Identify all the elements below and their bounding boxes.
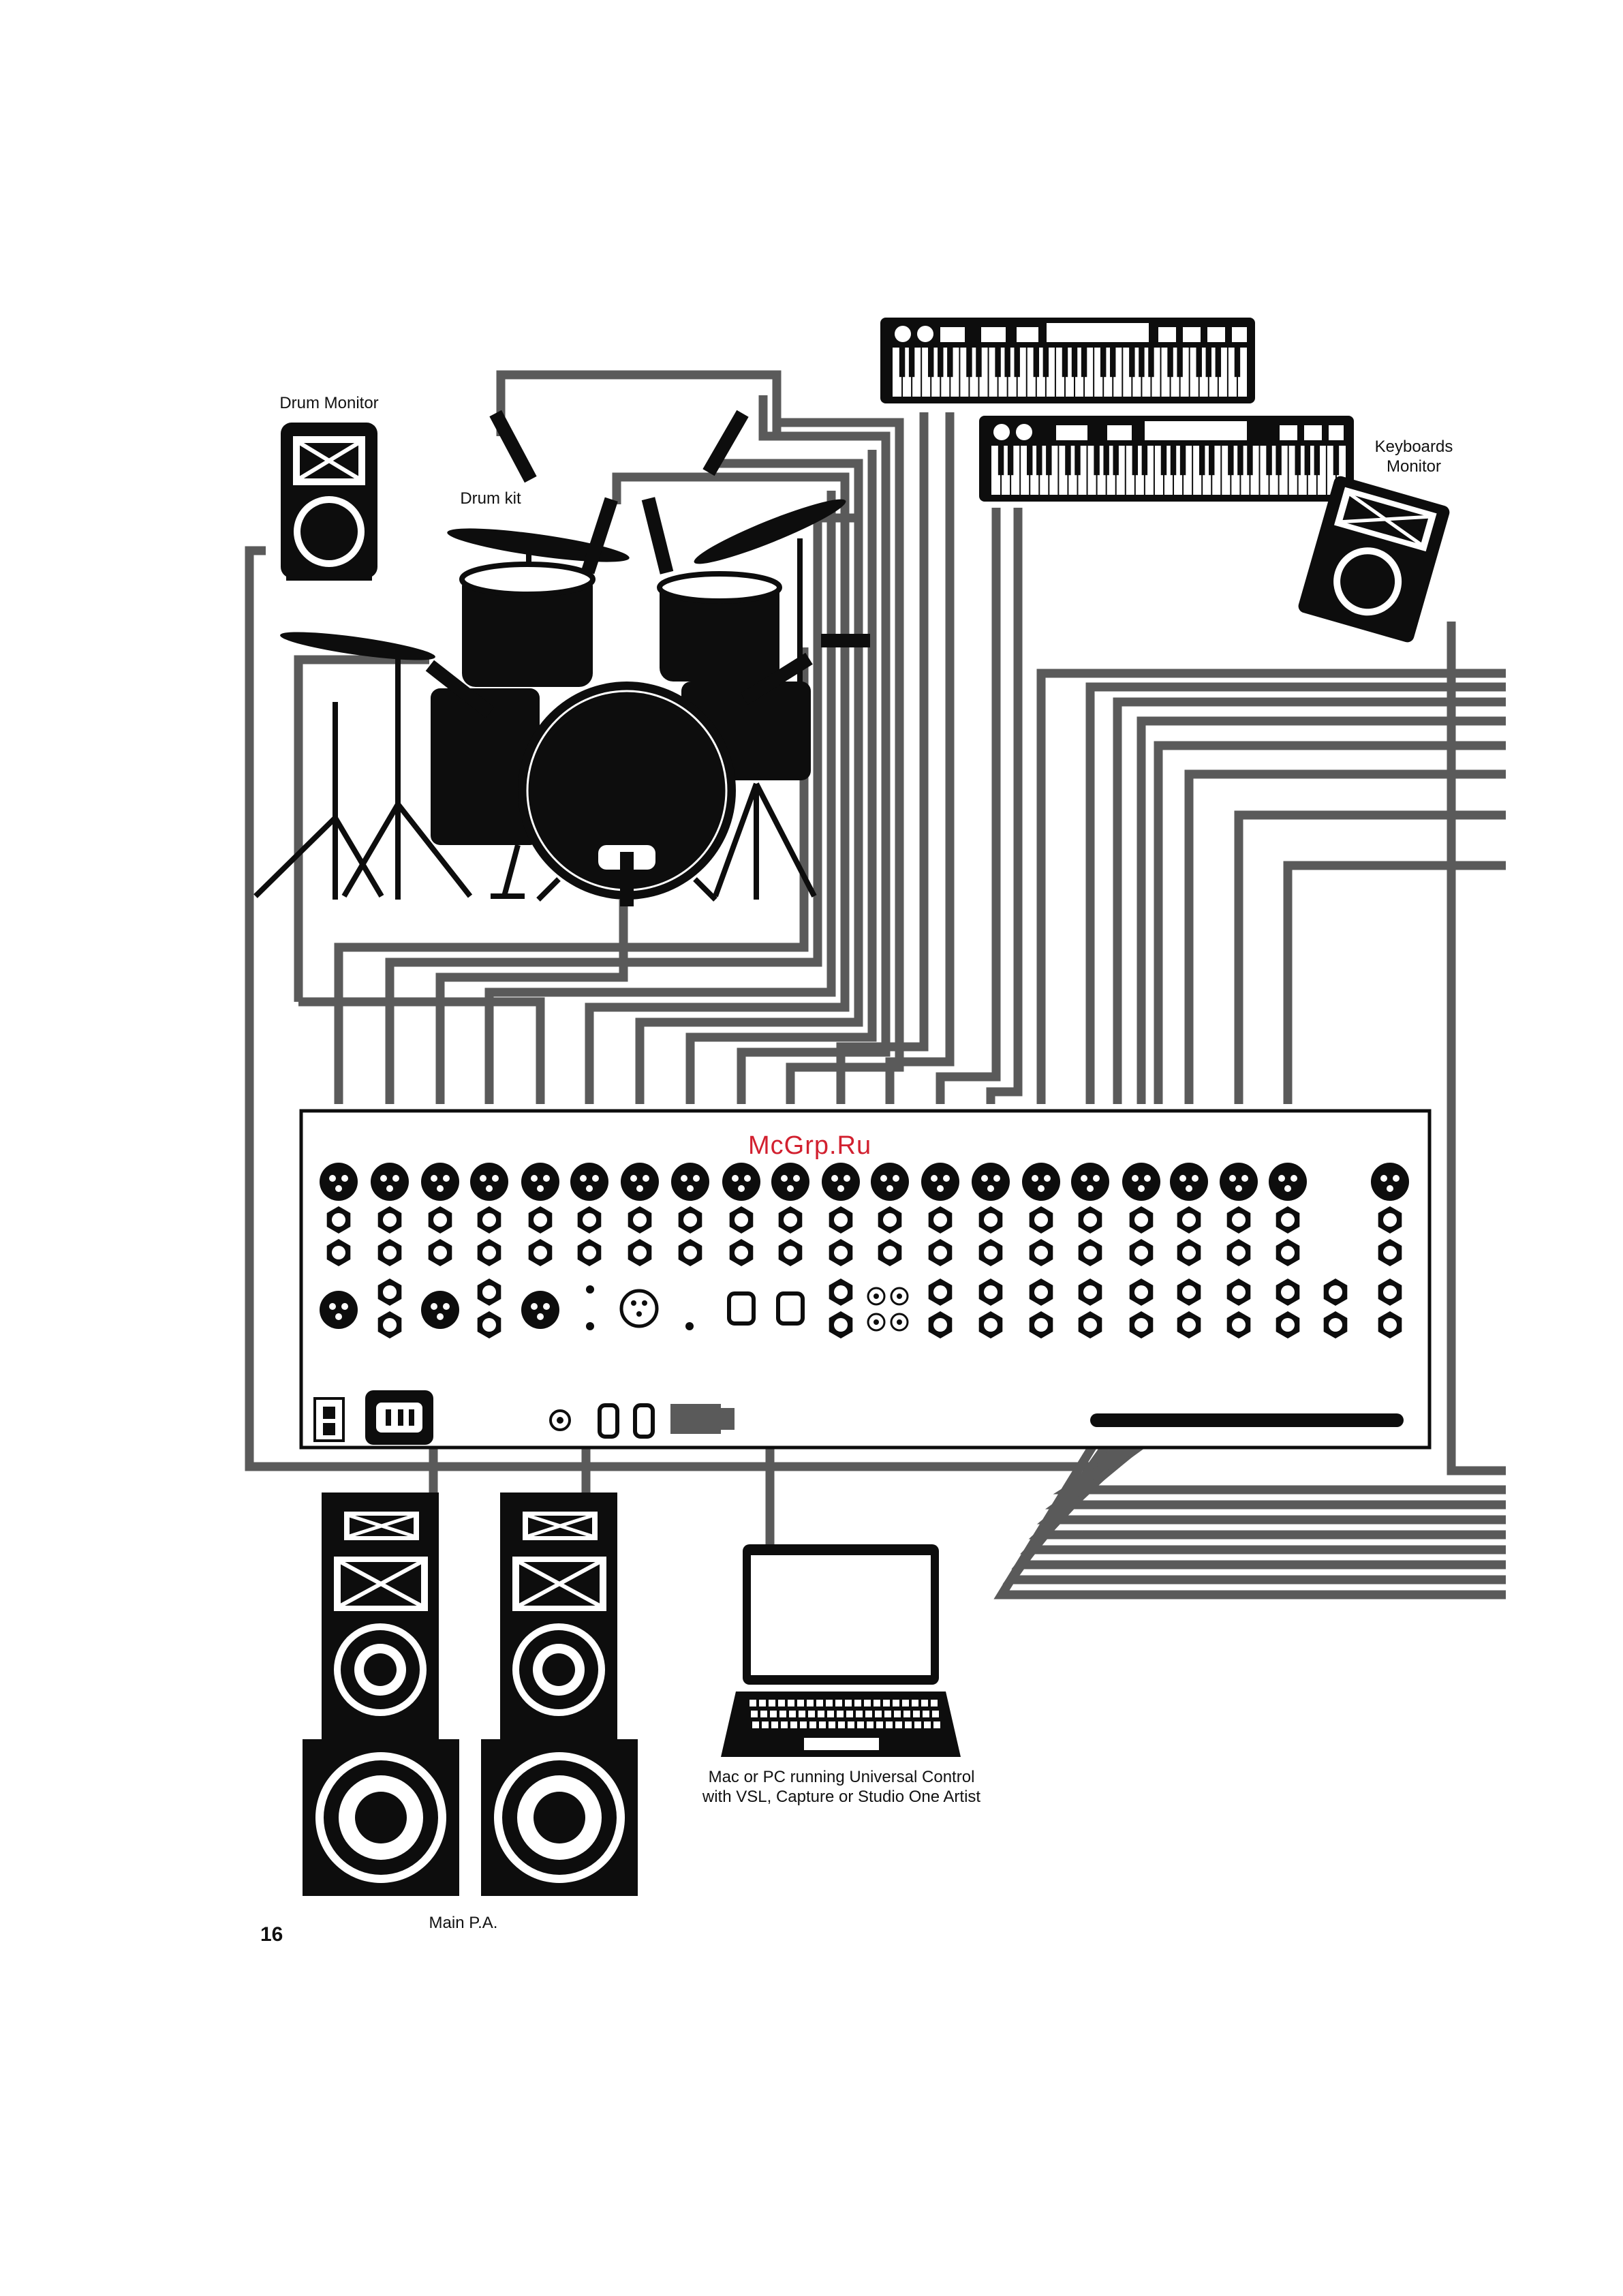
computer-label-line1: Mac or PC running Universal Control	[688, 1768, 995, 1788]
drum-kit-label: Drum kit	[450, 489, 531, 509]
keyboards-monitor-label: Keyboards Monitor	[1356, 438, 1472, 477]
main-pa-left-icon	[303, 1493, 459, 1896]
drum-monitor-icon	[281, 423, 377, 581]
keyboard-2-icon	[979, 416, 1354, 502]
main-pa-right-icon	[481, 1493, 638, 1896]
keyboards-monitor-label-line1: Keyboards	[1356, 438, 1472, 457]
keyboard-1-icon	[880, 318, 1255, 403]
laptop-icon	[721, 1544, 961, 1757]
computer-label-line2: with VSL, Capture or Studio One Artist	[688, 1788, 995, 1807]
watermark: McGrp.Ru	[748, 1131, 871, 1161]
page-number: 16	[260, 1923, 283, 1946]
main-pa-label: Main P.A.	[409, 1914, 518, 1933]
keyboards-monitor-label-line2: Monitor	[1356, 457, 1472, 477]
mixer-rear-panel	[301, 1111, 1429, 1448]
computer-label: Mac or PC running Universal Control with…	[688, 1768, 995, 1807]
drum-monitor-label: Drum Monitor	[271, 394, 387, 414]
